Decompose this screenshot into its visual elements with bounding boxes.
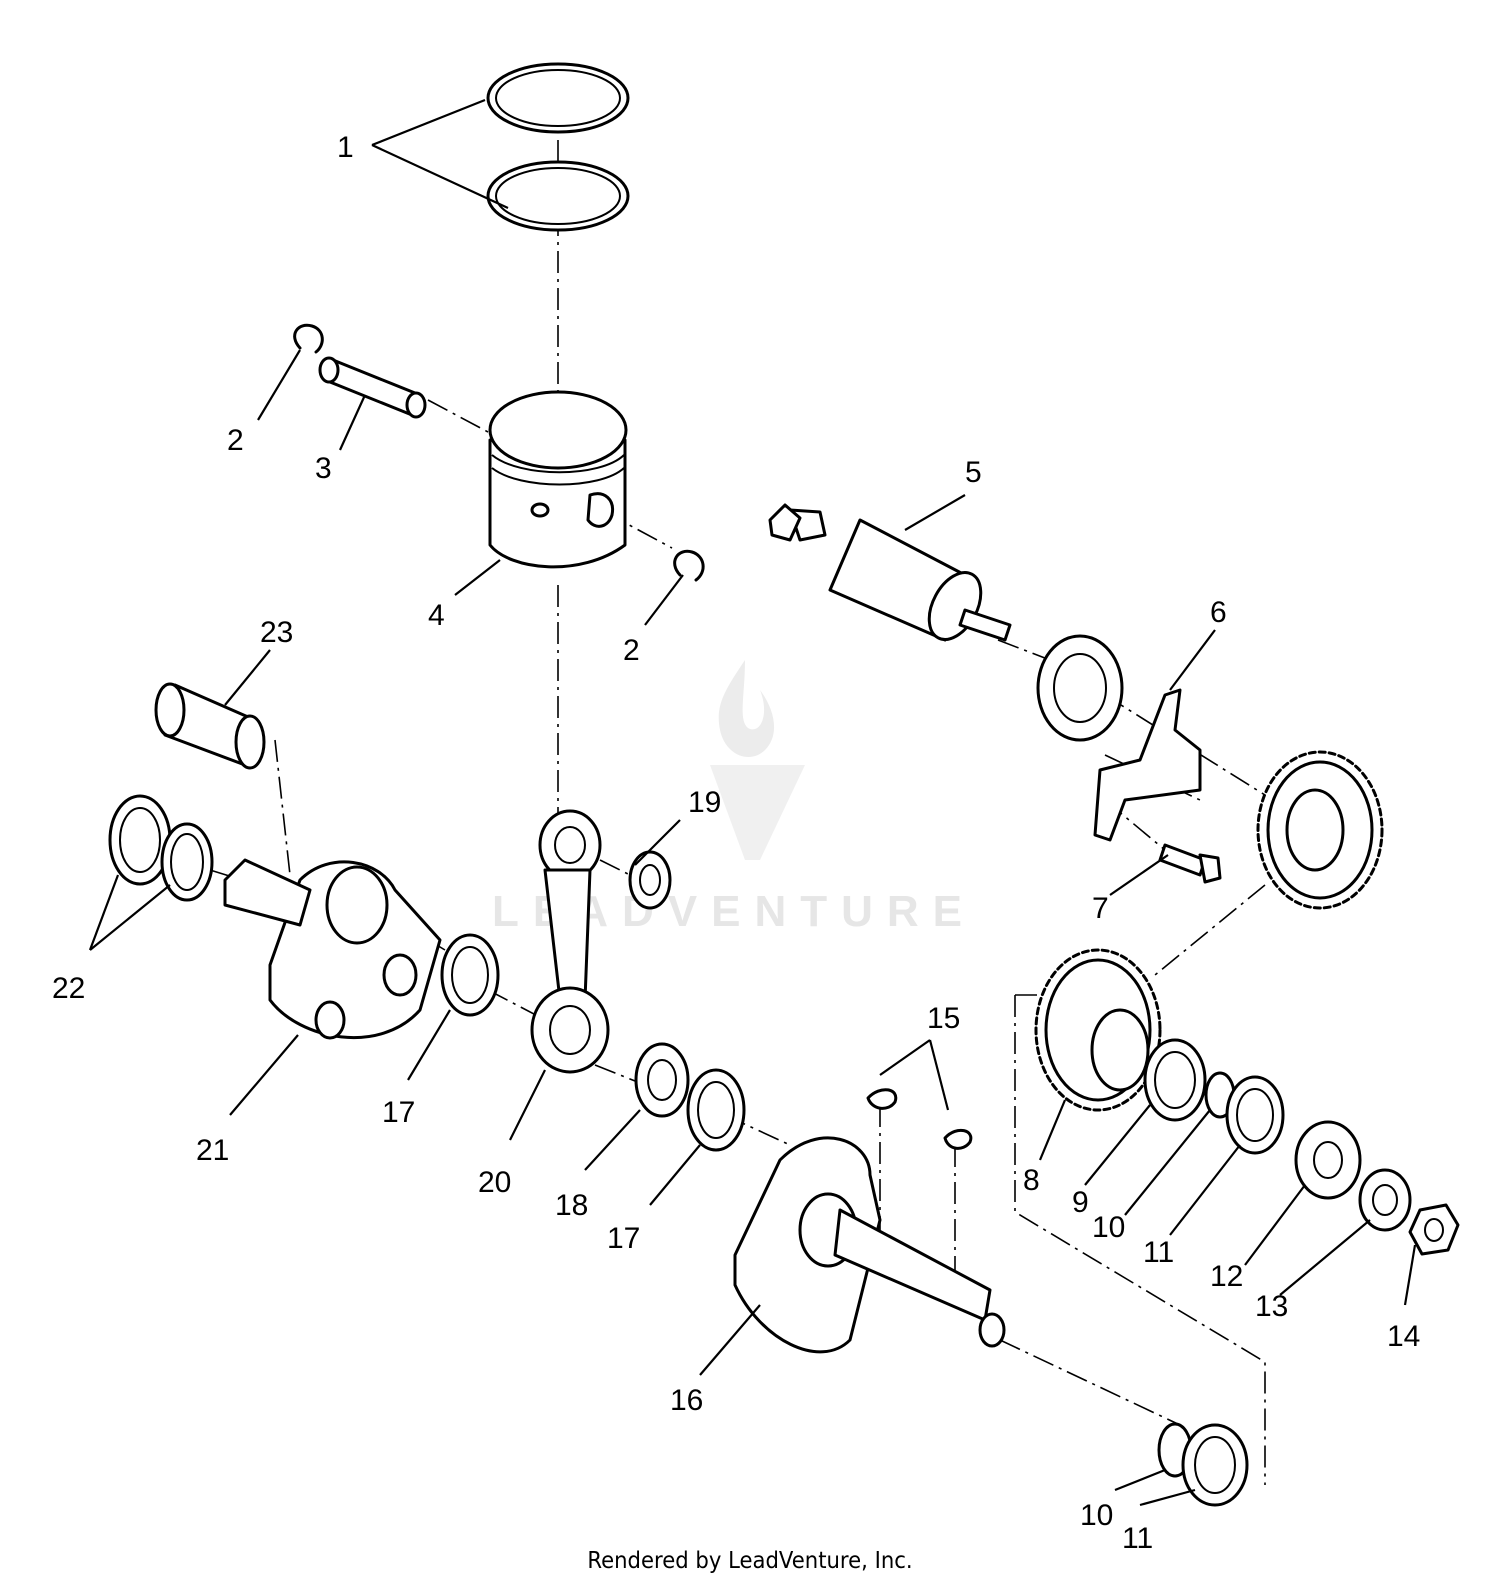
piston-pin-circlip-left [293,323,324,354]
thrust-washer-left [440,933,500,1017]
oil-seal-inner [1236,1088,1274,1142]
castle-nut [1294,1120,1362,1200]
starter-motor [768,503,1012,642]
small-end-bearing [628,850,672,910]
callout-13: 13 [1255,1290,1288,1323]
callout-2: 2 [227,424,244,457]
end-oil-seal [1181,1423,1249,1507]
crank-pin [154,682,266,770]
hex-nut [1408,1203,1460,1256]
crank-seal-inner [160,822,214,902]
piston-pin-circlip-right [673,549,705,582]
oil-seal [1225,1075,1285,1155]
callout-3: 3 [315,452,332,485]
crank-seal-outer [108,794,172,886]
callout-5: 5 [965,456,982,489]
callout-11: 11 [1143,1236,1174,1269]
crankshaft-left [223,858,442,1040]
callout-18: 18 [555,1189,588,1222]
callout-17: 17 [382,1096,415,1129]
callout-2: 2 [623,634,640,667]
callout-15: 15 [927,1002,960,1035]
leader-lines [88,98,1417,1507]
callout-4: 4 [428,599,445,632]
footer-credit: Rendered by LeadVenture, Inc. [587,1548,913,1574]
gear-upper [1256,750,1384,910]
callout-14: 14 [1387,1320,1420,1353]
connecting-rod [530,809,610,1074]
callout-10: 10 [1080,1499,1113,1532]
callout-17: 17 [607,1222,640,1255]
bearing [1036,634,1124,742]
crank-pin-bearing [634,1042,690,1118]
woodruff-key-1 [866,1088,898,1110]
callout-1: 1 [337,131,354,164]
callout-9: 9 [1072,1186,1089,1219]
crankshaft-right [733,1136,1006,1354]
washer-inner [1154,1051,1196,1109]
callout-20: 20 [478,1166,511,1199]
piston-rings [486,62,630,232]
watermark-flame-icon [718,660,775,758]
piston [488,390,628,569]
callout-10: 10 [1092,1211,1125,1244]
watermark-v-icon [710,765,805,860]
callout-22: 22 [52,972,85,1005]
callout-19: 19 [688,786,721,819]
callout-16: 16 [670,1384,703,1417]
callout-21: 21 [196,1134,229,1167]
callout-7: 7 [1092,892,1109,925]
flat-washer [1358,1168,1412,1232]
thrust-washer-right [686,1068,746,1152]
piston-pin [318,356,427,419]
bracket [1093,688,1202,842]
callout-8: 8 [1023,1164,1040,1197]
bolt [1158,843,1222,884]
callout-23: 23 [260,616,293,649]
callout-11: 11 [1122,1522,1153,1555]
callout-labels: 1 2 3 4 2 5 6 7 8 9 10 11 12 13 14 15 16… [52,131,1420,1555]
callout-12: 12 [1210,1260,1243,1293]
gear [1034,948,1162,1112]
callout-6: 6 [1210,596,1227,629]
woodruff-key-2 [943,1128,973,1150]
